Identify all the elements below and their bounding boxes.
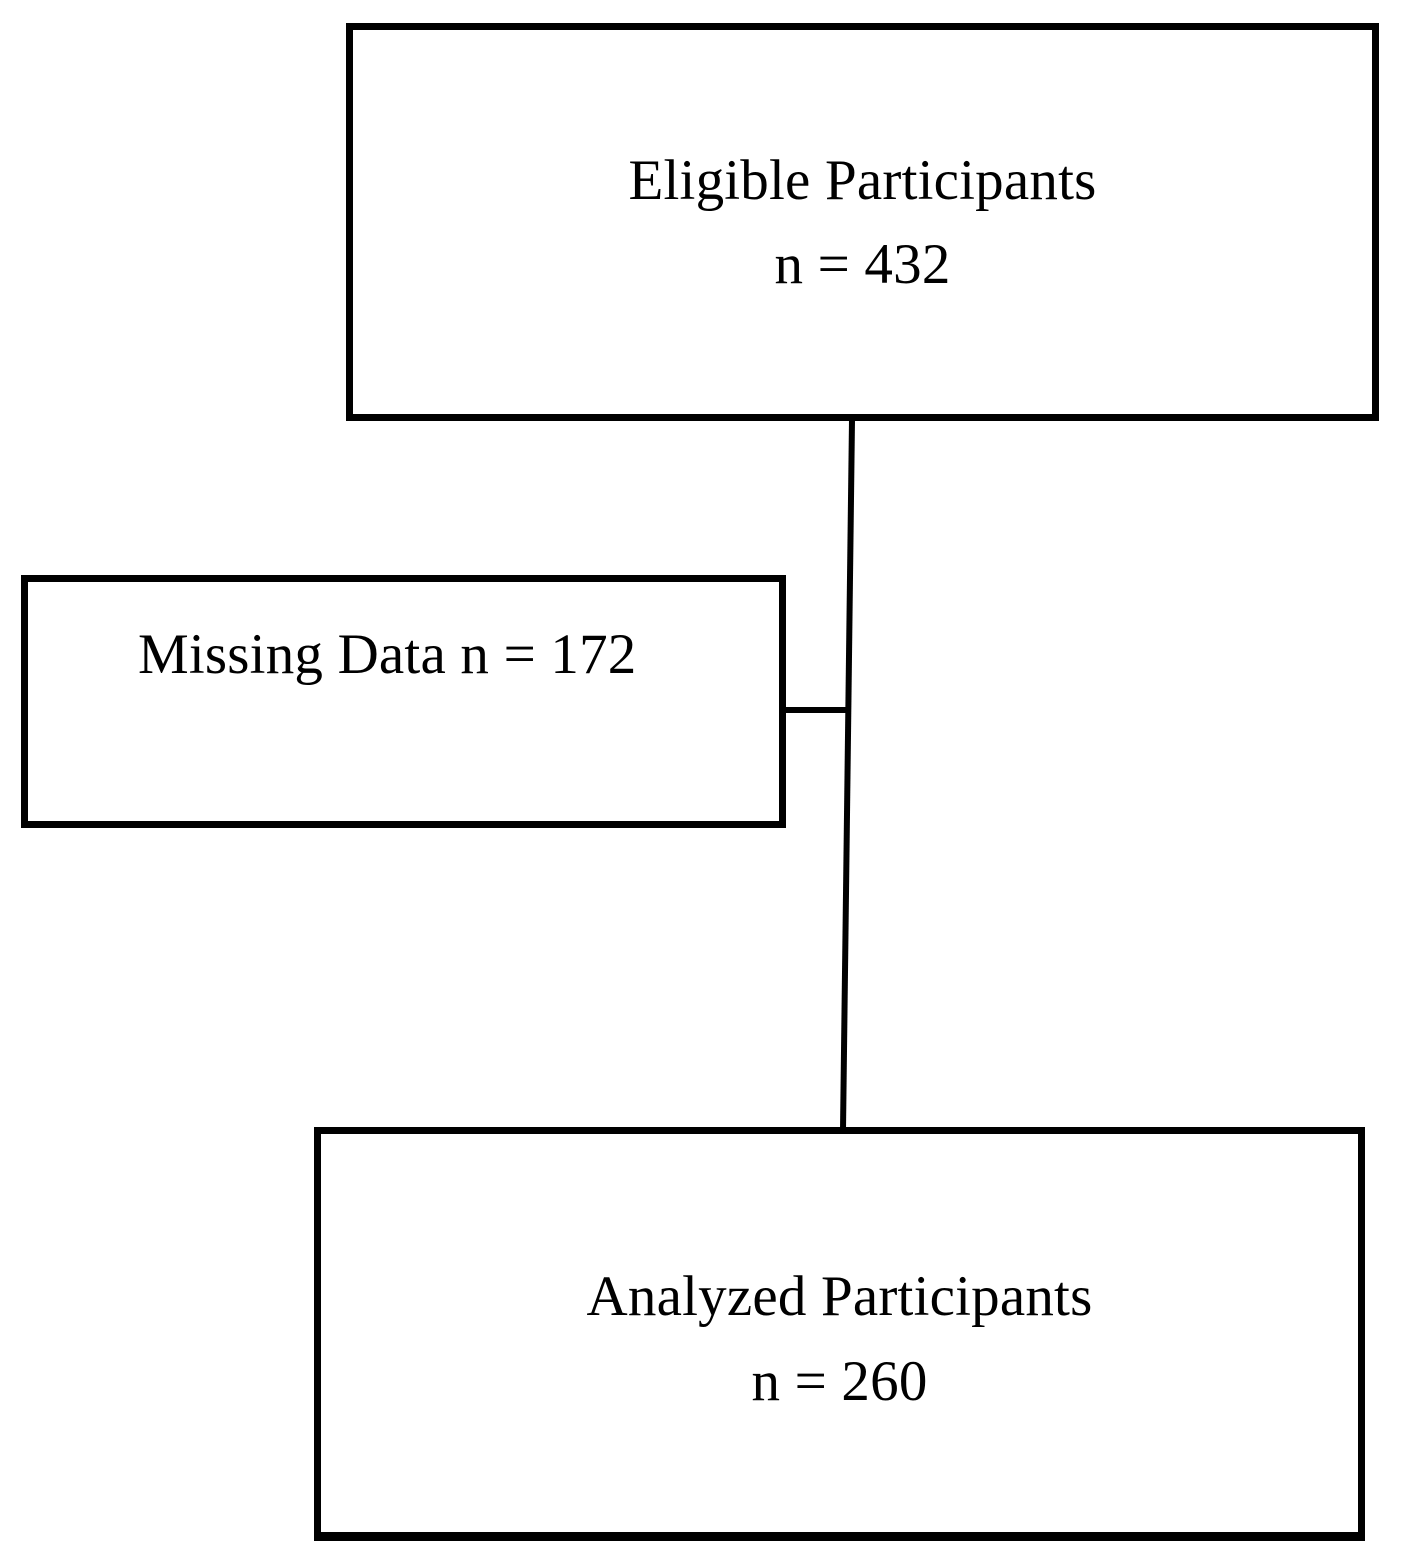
node-eligible-participants: Eligible Participants n = 432 — [346, 23, 1379, 421]
node-missing-data: Missing Data n = 172 — [21, 575, 786, 828]
connector-eligible-to-analyzed — [840, 419, 855, 1131]
node-eligible-title: Eligible Participants — [628, 149, 1097, 212]
node-eligible-count: n = 432 — [774, 233, 951, 296]
node-analyzed-count: n = 260 — [751, 1350, 928, 1413]
node-analyzed-title: Analyzed Participants — [586, 1265, 1093, 1328]
node-missing-title: Missing Data n = 172 — [138, 623, 637, 686]
node-analyzed-participants: Analyzed Participants n = 260 — [314, 1127, 1365, 1541]
